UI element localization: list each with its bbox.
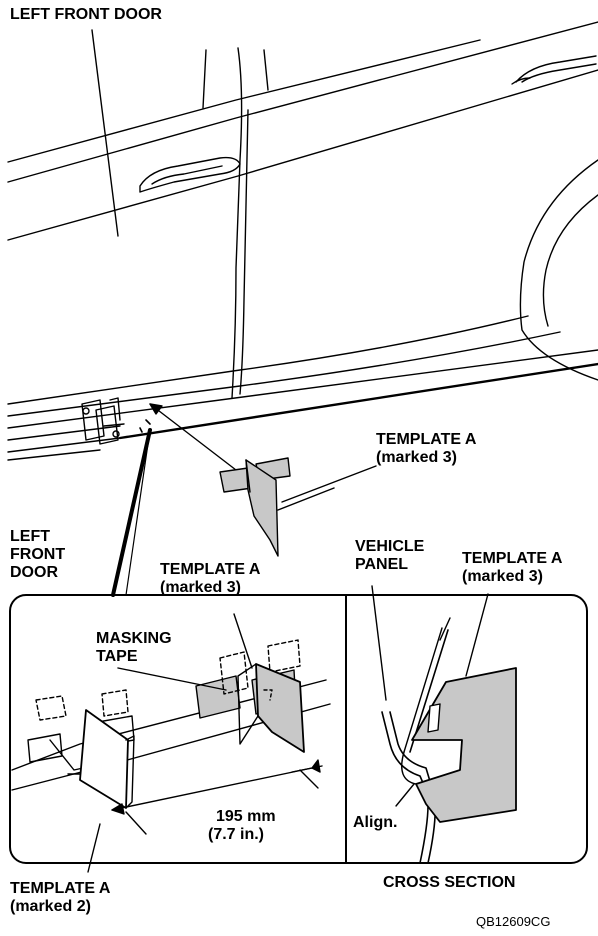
label-left-front-door-top: LEFT FRONT DOOR bbox=[10, 6, 162, 23]
label-template-a-upper-marked: (marked 3) bbox=[376, 449, 457, 466]
label-dimension-in: (7.7 in.) bbox=[208, 826, 265, 843]
label-template-a-detail: TEMPLATE A bbox=[160, 561, 261, 578]
label-dimension-mm: 195 mm bbox=[216, 808, 276, 825]
detail-frame bbox=[9, 594, 588, 864]
cross-section-art bbox=[371, 585, 517, 864]
label-template-a-marked2-marked: (marked 2) bbox=[10, 898, 91, 915]
vehicle-body bbox=[7, 21, 598, 471]
label-cross-section: CROSS SECTION bbox=[383, 874, 516, 891]
template-a-upper bbox=[219, 457, 335, 557]
label-template-a-right-marked: (marked 3) bbox=[462, 568, 543, 585]
label-vehicle-panel-1: VEHICLE bbox=[355, 538, 425, 555]
detail-left-art bbox=[11, 613, 331, 873]
label-template-a-upper: TEMPLATE A bbox=[376, 431, 477, 448]
label-template-a-marked2: TEMPLATE A bbox=[10, 880, 111, 897]
label-masking-tape-1: MASKING bbox=[96, 630, 172, 647]
label-template-a-right: TEMPLATE A bbox=[462, 550, 563, 567]
label-vehicle-panel-2: PANEL bbox=[355, 556, 409, 573]
figure-code: QB12609CG bbox=[476, 914, 551, 929]
label-left-side-3: DOOR bbox=[10, 564, 58, 581]
label-left-side-1: LEFT bbox=[10, 528, 50, 545]
label-template-a-detail-marked: (marked 3) bbox=[160, 579, 241, 596]
label-left-side-2: FRONT bbox=[10, 546, 66, 563]
label-masking-tape-2: TAPE bbox=[96, 648, 138, 665]
label-align: Align. bbox=[353, 814, 398, 831]
